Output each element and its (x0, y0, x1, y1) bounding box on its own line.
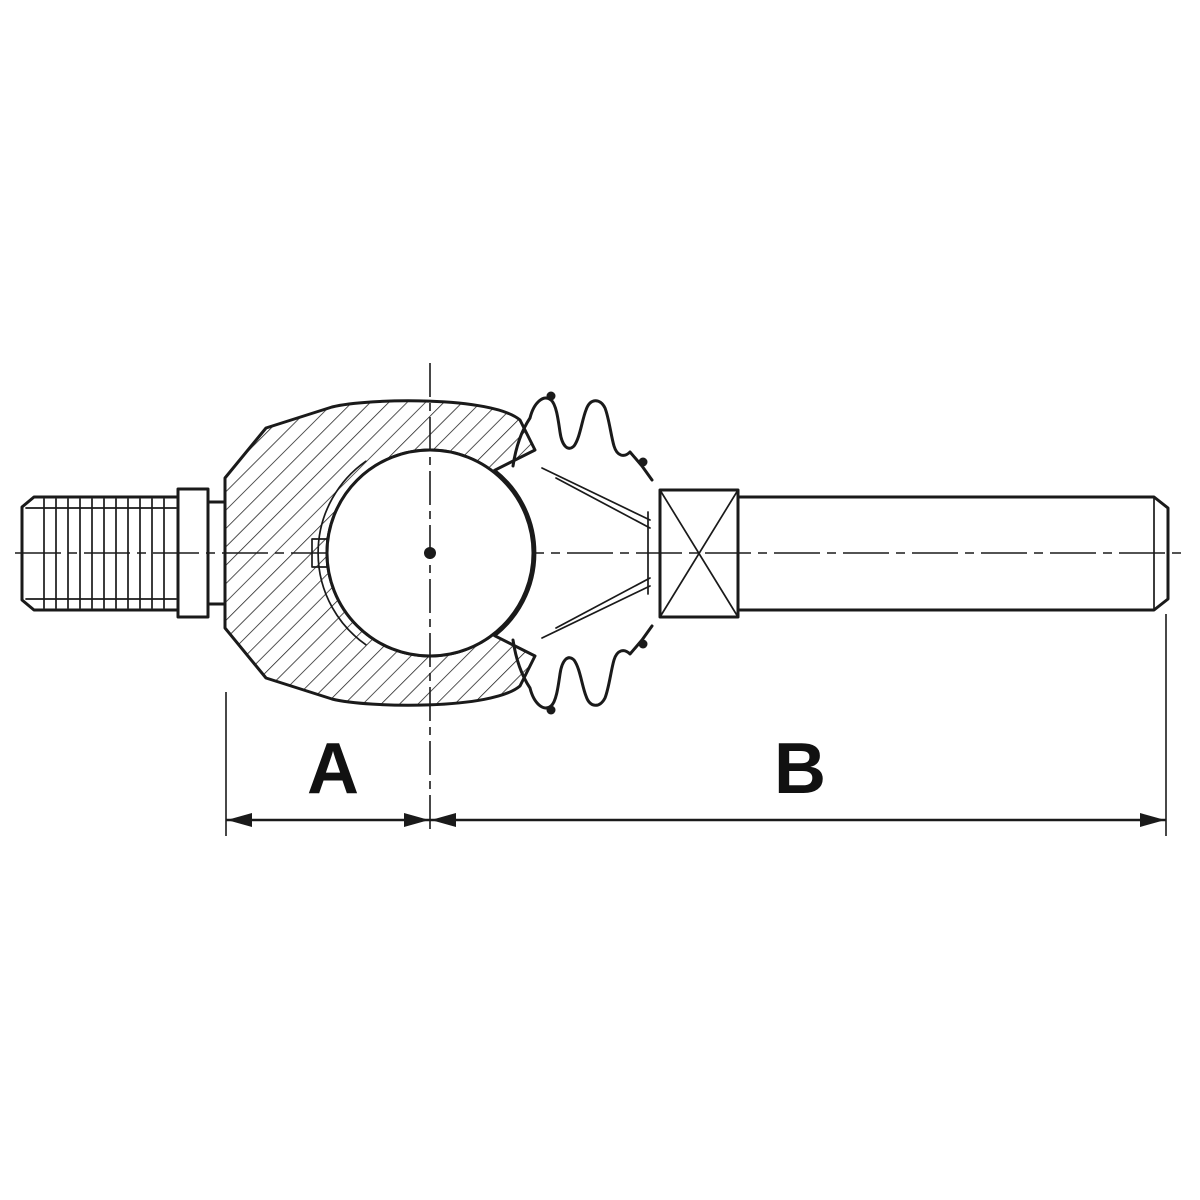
bellows-boot (511, 391, 654, 715)
tie-rod-shaft (736, 495, 1170, 612)
dimension-b: B (430, 729, 1166, 827)
dimension-extension-lines (225, 614, 1167, 836)
dimension-label-b: B (774, 729, 826, 809)
dimension-label-a: A (307, 729, 359, 809)
boot-clamp-dots (546, 391, 648, 715)
dimension-a: A (226, 729, 430, 827)
